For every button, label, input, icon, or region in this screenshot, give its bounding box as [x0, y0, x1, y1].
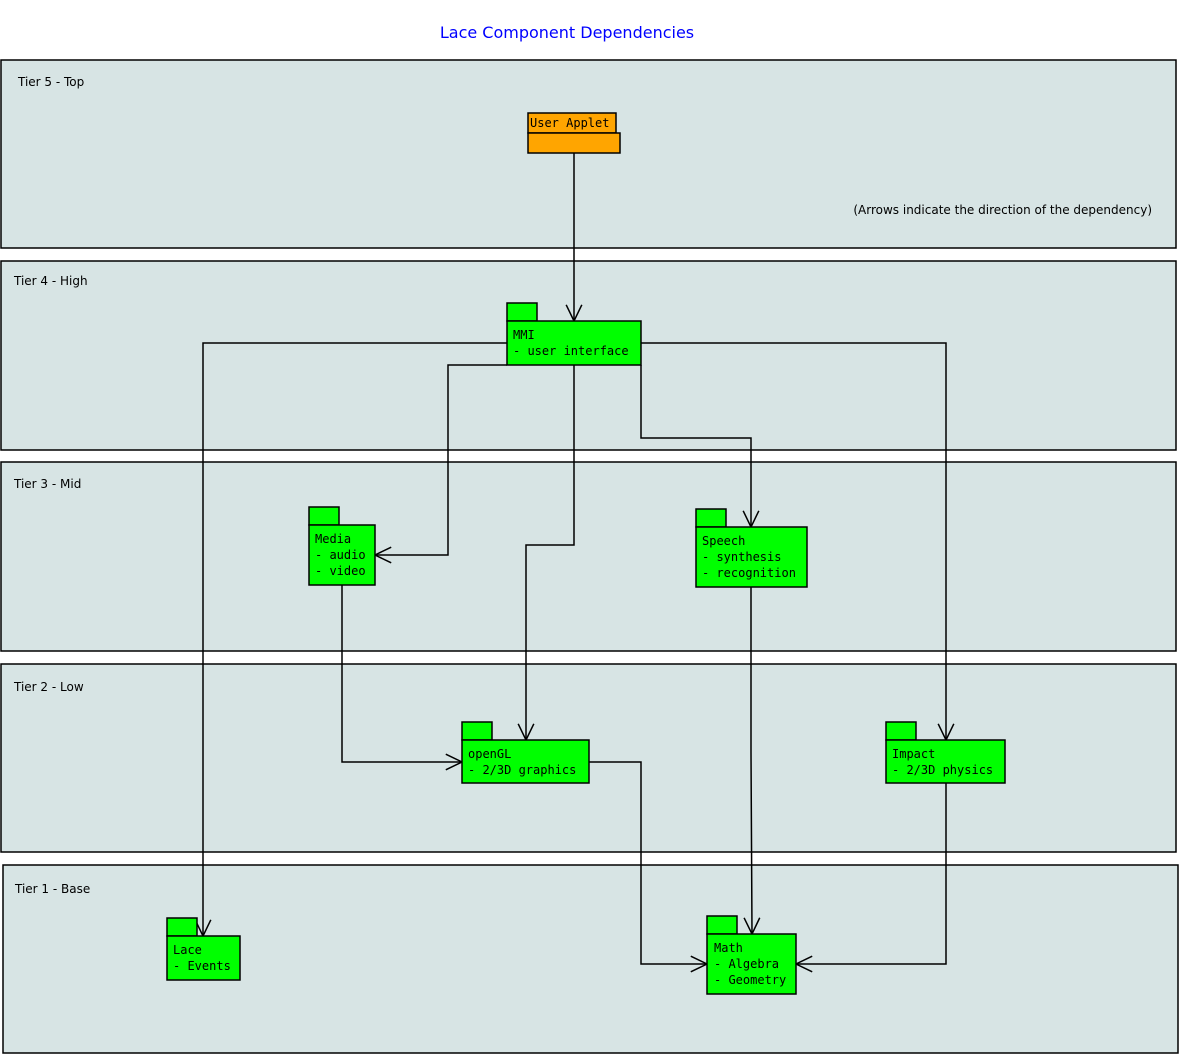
dependency-line [589, 761, 707, 965]
dependency-edges: User Applet → MMIMMI → LaceMMI → MediaMM… [194, 153, 955, 973]
package-lace[interactable]: Lace - Events [166, 917, 241, 981]
package-name: Impact [892, 747, 935, 761]
package-user-applet[interactable]: User Applet [527, 112, 621, 154]
tier-label: Tier 3 - Mid [13, 477, 81, 491]
dependency-line [750, 587, 753, 935]
package-opengl[interactable]: openGL - 2/3D graphics [461, 721, 590, 784]
direction-note: (Arrows indicate the direction of the de… [853, 203, 1152, 217]
package-name: Lace [173, 943, 202, 957]
dependency-line [641, 342, 947, 740]
tier-3: Tier 3 - Mid [0, 461, 1177, 652]
tier-5: Tier 5 - Top [0, 59, 1177, 249]
package-detail: - user interface [513, 344, 629, 358]
package-detail: - recognition [702, 566, 796, 580]
diagram-title: Lace Component Dependencies [440, 23, 694, 42]
package-mmi[interactable]: MMI - user interface [506, 302, 642, 366]
package-name: User Applet [530, 116, 609, 130]
dependency-line [341, 585, 462, 763]
package-media[interactable]: Media - audio - video [308, 506, 376, 586]
package-name: Speech [702, 534, 745, 548]
dependency-line [202, 342, 507, 936]
package-name: Media [315, 532, 351, 546]
package-detail: - Events [173, 959, 231, 973]
package-detail: - 2/3D physics [892, 763, 993, 777]
tier-label: Tier 4 - High [13, 274, 88, 288]
dependency-line [640, 365, 752, 527]
dependency-line [525, 365, 575, 740]
package-detail: - Algebra [714, 957, 779, 971]
package-speech[interactable]: Speech - synthesis - recognition [695, 508, 808, 588]
package-detail: - video [315, 564, 366, 578]
tier-label: Tier 2 - Low [13, 680, 84, 694]
package-name: Math [714, 941, 743, 955]
package-detail: - Geometry [714, 973, 786, 987]
package-impact[interactable]: Impact - 2/3D physics [885, 721, 1006, 784]
dependency-line [796, 783, 947, 965]
tier-label: Tier 5 - Top [17, 75, 84, 89]
dependency-line [375, 364, 507, 556]
tier-label: Tier 1 - Base [14, 882, 90, 896]
package-detail: - synthesis [702, 550, 781, 564]
package-math[interactable]: Math - Algebra - Geometry [706, 915, 797, 995]
package-name: openGL [468, 747, 511, 761]
package-name: MMI [513, 328, 535, 342]
package-detail: - 2/3D graphics [468, 763, 576, 777]
package-detail: - audio [315, 548, 366, 562]
